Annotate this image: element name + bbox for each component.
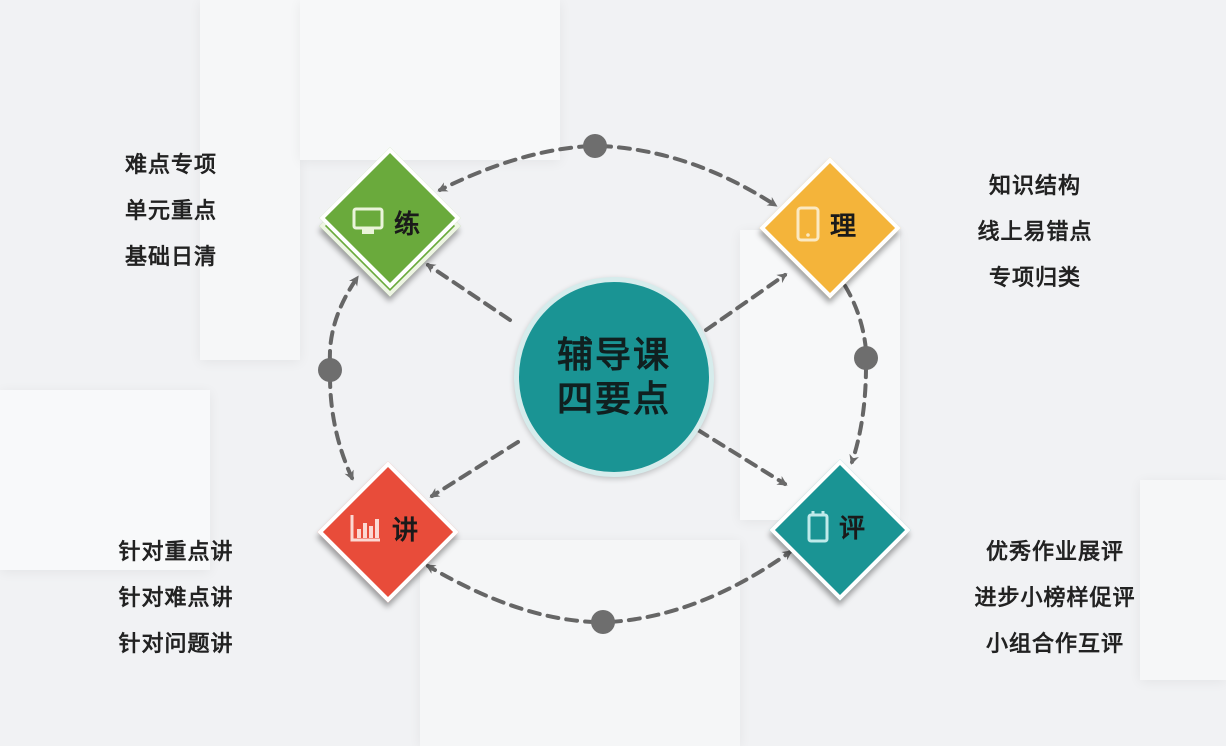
node-jiang: 讲 xyxy=(317,461,459,603)
lian-items: 难点专项 单元重点 基础日清 xyxy=(100,143,242,281)
arc-top-left xyxy=(437,144,592,192)
background-panel xyxy=(200,0,300,360)
arc-right-up xyxy=(838,275,868,352)
node-li: 理 xyxy=(759,157,901,299)
list-item: 基础日清 xyxy=(124,245,217,270)
spoke-to-lian xyxy=(425,263,512,322)
node-li-label: 理 xyxy=(829,211,856,242)
background-panel xyxy=(420,540,740,746)
spoke-to-li xyxy=(704,273,788,332)
spoke-to-ping xyxy=(696,428,788,486)
arc-top-right xyxy=(598,144,778,207)
junction-dot-top xyxy=(583,134,607,158)
list-item: 针对重点讲 xyxy=(118,540,234,565)
jiang-items: 针对重点讲 针对难点讲 针对问题讲 xyxy=(100,530,252,668)
li-items: 知识结构 线上易错点 专项归类 xyxy=(955,164,1115,302)
list-item: 难点专项 xyxy=(124,153,217,178)
list-item: 小组合作互评 xyxy=(985,632,1124,657)
node-lian-label: 练 xyxy=(393,209,420,240)
list-item: 针对问题讲 xyxy=(118,632,234,657)
junction-dot-right xyxy=(854,346,878,370)
center-title-line2: 四要点 xyxy=(556,378,671,420)
bar-chart-icon xyxy=(350,515,380,542)
arc-left-down xyxy=(328,374,354,481)
background-panel xyxy=(0,390,210,570)
list-item: 线上易错点 xyxy=(977,220,1093,245)
junction-dot-bottom xyxy=(591,610,615,634)
list-item: 进步小榜样促评 xyxy=(974,586,1136,611)
list-item: 优秀作业展评 xyxy=(985,540,1124,565)
phone-icon xyxy=(796,206,820,242)
list-item: 单元重点 xyxy=(124,199,217,224)
background-panel xyxy=(1140,480,1226,680)
monitor-icon xyxy=(352,207,384,234)
ping-items: 优秀作业展评 进步小榜样促评 小组合作互评 xyxy=(950,530,1160,668)
center-hub: 辅导课 四要点 xyxy=(514,277,714,477)
arc-left-up xyxy=(327,275,359,364)
node-ping: 评 xyxy=(769,459,911,601)
arc-bottom-right xyxy=(608,550,793,624)
background-panel xyxy=(300,0,560,160)
junction-dot-left xyxy=(318,358,342,382)
node-ping-label: 评 xyxy=(838,513,865,544)
spoke-to-jiang xyxy=(429,440,520,498)
list-item: 专项归类 xyxy=(988,266,1081,291)
list-item: 针对难点讲 xyxy=(118,586,234,611)
list-item: 知识结构 xyxy=(988,174,1081,199)
center-title-line1: 辅导课 xyxy=(556,334,671,376)
arc-right-down xyxy=(849,364,868,465)
clipboard-icon xyxy=(807,511,829,543)
arc-bottom-left xyxy=(425,564,598,624)
node-lian: 练 xyxy=(319,147,461,297)
node-jiang-label: 讲 xyxy=(391,515,418,546)
